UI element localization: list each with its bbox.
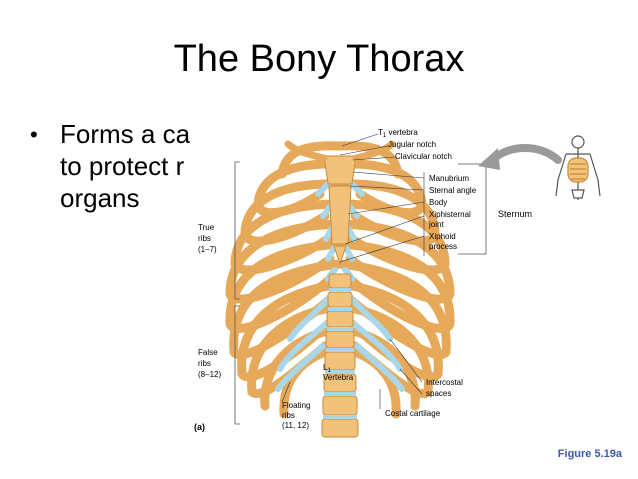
label-floating-ribs: Floating xyxy=(282,401,310,410)
label-true-ribs: True xyxy=(198,223,215,232)
bullet-line-1: Forms a ca xyxy=(60,119,191,149)
leader-lines xyxy=(281,133,425,409)
costal-cartilage xyxy=(275,179,405,392)
label-false-ribs-2: ribs xyxy=(198,359,211,368)
thorax-figure: T1 vertebra Jugular notch Clavicular not… xyxy=(190,124,490,442)
bullet-line-2: to protect r xyxy=(60,151,185,181)
label-l1-vertebra: Vertebra xyxy=(323,373,354,382)
label-body: Body xyxy=(429,198,447,207)
bullet-list: • Forms a ca to protect r organs xyxy=(30,118,200,218)
skeleton-icon xyxy=(555,135,601,200)
panel-label: (a) xyxy=(194,422,205,432)
figure-caption: Figure 5.19a xyxy=(557,448,622,460)
label-false-ribs-3: (8–12) xyxy=(198,370,221,379)
rib-brackets xyxy=(234,161,487,425)
label-jugular-notch: Jugular notch xyxy=(388,140,436,149)
label-sternum: Sternum xyxy=(498,209,533,219)
label-true-ribs-3: (1–7) xyxy=(198,245,217,254)
label-l1: L1 xyxy=(323,363,331,374)
label-floating-ribs-3: (11, 12) xyxy=(282,421,309,430)
label-xiphisternal: Xiphisternal xyxy=(429,210,471,219)
sternum xyxy=(323,155,357,266)
vertebral-column xyxy=(321,273,359,438)
label-false-ribs: False xyxy=(198,348,218,357)
label-xiphisternal-joint: joint xyxy=(428,220,444,229)
label-true-ribs-2: ribs xyxy=(198,234,211,243)
bullet-dot: • xyxy=(30,122,38,147)
label-sternal-angle: Sternal angle xyxy=(429,186,477,195)
orientation-inset xyxy=(478,135,601,200)
clavicles xyxy=(284,140,396,162)
label-intercostal-2: spaces xyxy=(426,389,451,398)
label-floating-ribs-2: ribs xyxy=(282,411,295,420)
label-intercostal: Intercostal xyxy=(426,378,463,387)
bullet-text: Forms a ca to protect r organs xyxy=(60,118,190,214)
label-xiphoid: Xiphoid xyxy=(429,232,456,241)
label-costal-cartilage: Costal cartilage xyxy=(385,409,441,418)
pointer-arrow xyxy=(488,144,562,164)
intervertebral-discs xyxy=(323,288,357,419)
label-clavicular-notch: Clavicular notch xyxy=(395,152,452,161)
bullet-line-3: organs xyxy=(60,183,140,213)
pointer-arrowhead xyxy=(478,148,500,170)
label-manubrium: Manubrium xyxy=(429,174,469,183)
label-t1-vertebra: T1 vertebra xyxy=(378,128,418,139)
label-xiphoid-process: process xyxy=(429,242,457,251)
slide-title: The Bony Thorax xyxy=(173,38,465,80)
